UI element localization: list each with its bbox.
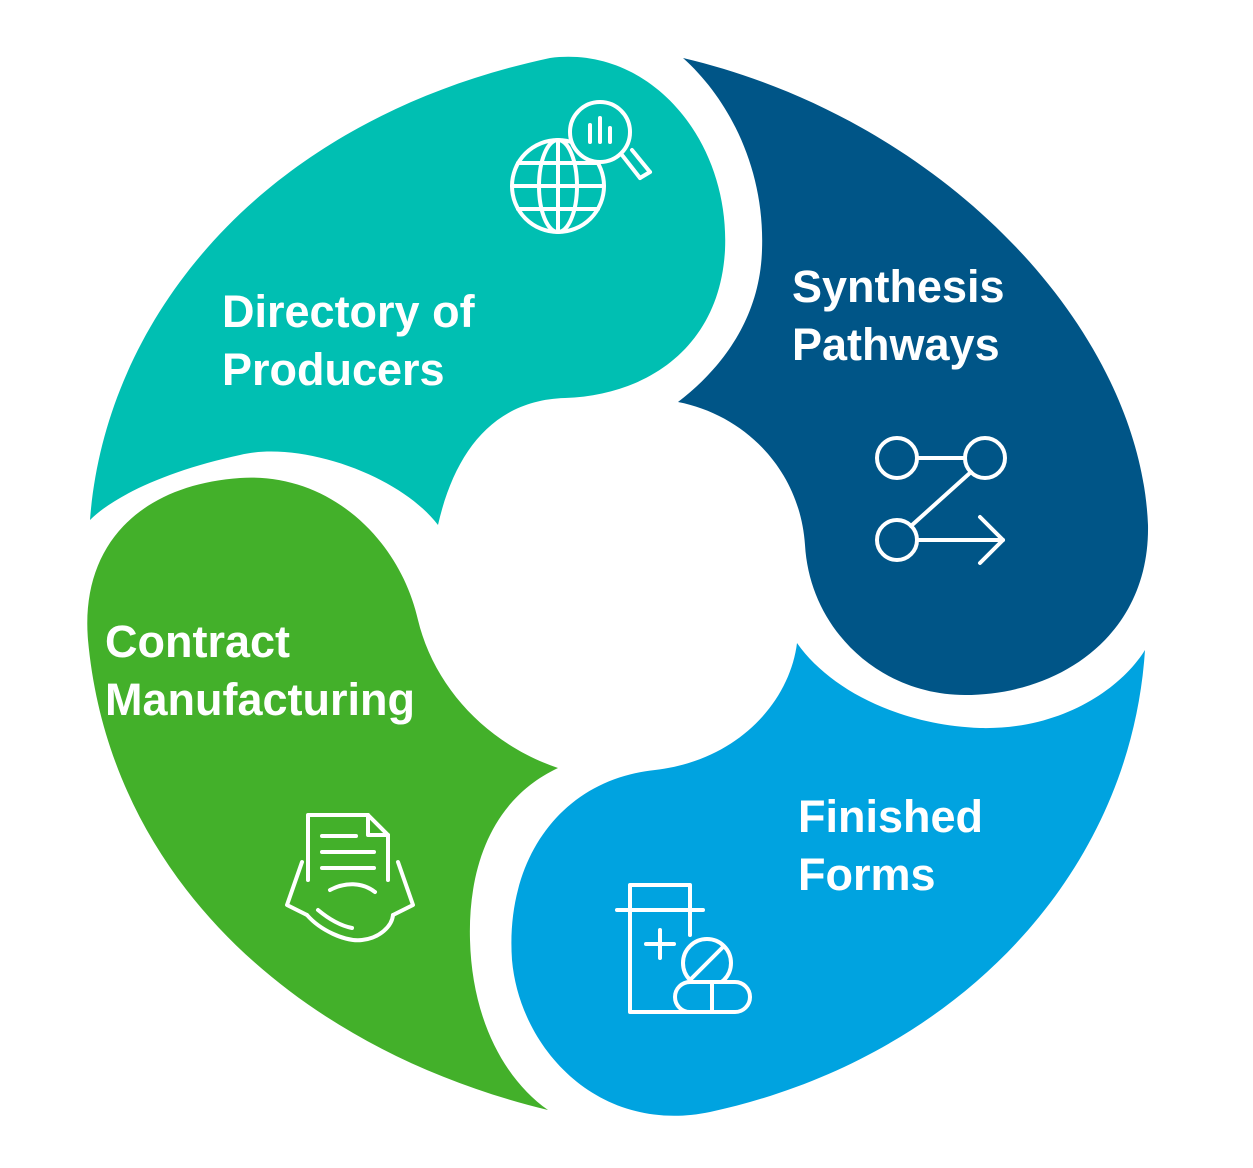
pill-bottle-icon [615, 883, 752, 1014]
segment-shape-finished [511, 643, 1146, 1116]
segment-shape-synthesis [678, 58, 1149, 695]
segment-contract-manufacturing: Contract Manufacturing [87, 477, 558, 1111]
segment-directory-of-producers: Directory of Producers [90, 56, 726, 525]
segment-finished-forms: Finished Forms [511, 643, 1146, 1116]
route-path-icon [875, 436, 1007, 565]
label-synthesis-pathways: Synthesis Pathways [792, 261, 1017, 370]
label-directory-of-producers: Directory of Producers [222, 286, 487, 395]
label-finished-forms: Finished Forms [798, 791, 996, 900]
segment-shape-directory [90, 56, 726, 525]
segment-shape-contract [87, 477, 558, 1111]
globe-search-icon [510, 100, 652, 234]
label-contract-manufacturing: Contract Manufacturing [105, 616, 415, 725]
handshake-document-icon [285, 813, 415, 943]
segment-synthesis-pathways: Synthesis Pathways [678, 58, 1149, 695]
